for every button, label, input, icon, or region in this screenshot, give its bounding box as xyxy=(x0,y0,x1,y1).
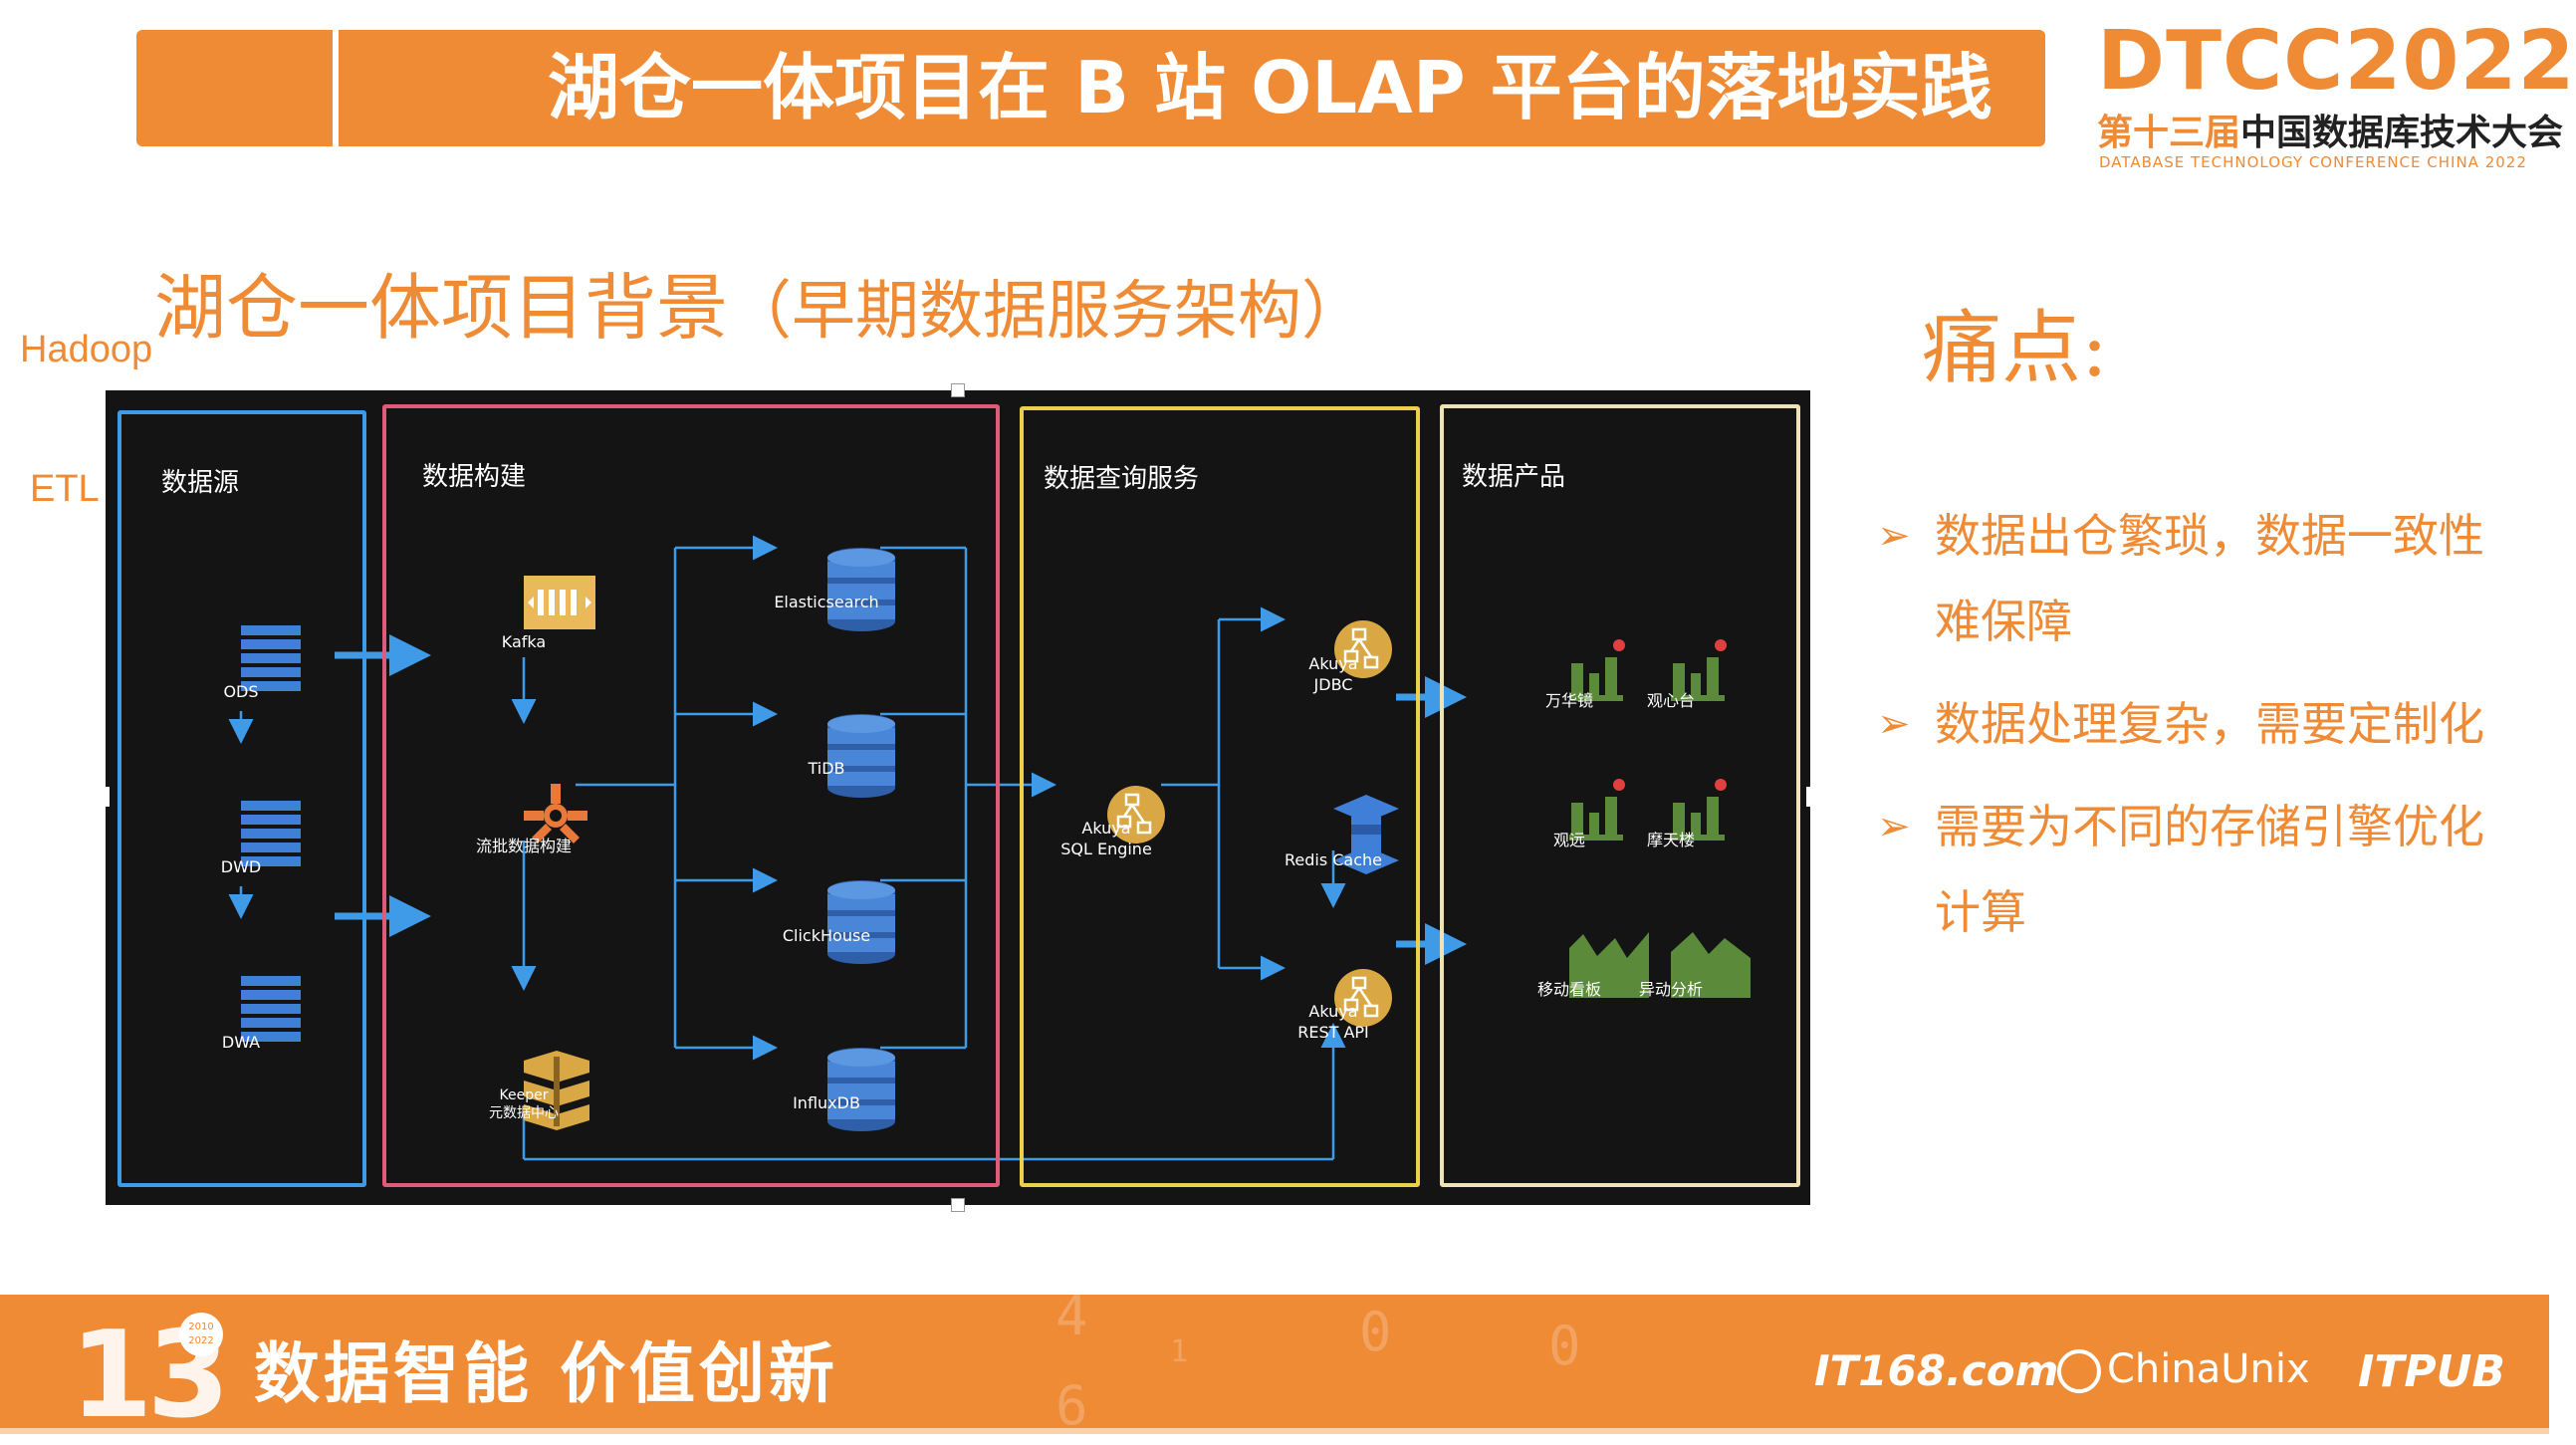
sponsor-chinaunix-logo: ChinaUnix xyxy=(2057,1346,2310,1393)
panel-title-query: 数据查询服务 xyxy=(1044,464,1200,494)
resize-handle[interactable] xyxy=(102,787,110,807)
tidb-label: TiDB xyxy=(808,759,845,778)
slide-title: 湖仓一体项目在 B 站 OLAP 平台的落地实践 xyxy=(548,46,1992,129)
akuya-sql-label-1: Akuya xyxy=(1081,819,1131,838)
conference-name-en: DATABASE TECHNOLOGY CONFERENCE CHINA 202… xyxy=(2099,153,2527,171)
akuya-rest-label-2: REST API xyxy=(1297,1023,1369,1042)
panel-title-build: 数据构建 xyxy=(422,462,527,492)
pain-point-text: 数据出仓繁琐，数据一致性难保障 xyxy=(1935,509,2484,648)
panel-title-product: 数据产品 xyxy=(1462,462,1566,492)
hadoop-label: Hadoop xyxy=(20,329,153,370)
pain-point-item: ➢ 数据出仓繁琐，数据一致性难保障 xyxy=(1877,493,2514,664)
pain-points-title: 痛点: xyxy=(1922,302,2108,394)
akuya-rest-label-1: Akuya xyxy=(1308,1002,1358,1021)
redis-cache-label: Redis Cache xyxy=(1284,850,1383,869)
product-label-3: 观远 xyxy=(1552,831,1586,849)
product-label-2: 观心台 xyxy=(1646,691,1696,710)
decorative-digit: 0 xyxy=(1548,1315,1581,1377)
keeper-sub-label: 元数据中心 xyxy=(489,1105,559,1121)
panel-data-source: 数据源 xyxy=(117,410,366,1187)
panel-title-source: 数据源 xyxy=(161,468,240,498)
panel-data-product: 数据产品 xyxy=(1440,404,1800,1187)
anniversary-years: 2010 2022 xyxy=(179,1313,223,1356)
chinaunix-icon xyxy=(2057,1349,2101,1393)
dwa-label: DWA xyxy=(221,1033,261,1052)
keeper-label: Keeper xyxy=(499,1087,549,1103)
decorative-digit: 0 xyxy=(1359,1301,1392,1363)
footer-bottom-strip xyxy=(0,1428,2549,1434)
akuya-sql-label-2: SQL Engine xyxy=(1060,840,1152,858)
arrow-bullet-icon: ➢ xyxy=(1877,804,1911,849)
akuya-jdbc-label-1: Akuya xyxy=(1308,654,1358,673)
clickhouse-label: ClickHouse xyxy=(782,926,871,945)
pain-points-list: ➢ 数据出仓繁琐，数据一致性难保障 ➢ 数据处理复杂，需要定制化 ➢ 需要为不同… xyxy=(1877,493,2514,972)
decorative-digit: 6 xyxy=(1055,1374,1088,1437)
panel-query-service: 数据查询服务 xyxy=(1020,406,1420,1187)
sponsor-itpub-logo: ITPUB xyxy=(2358,1346,2505,1397)
decorative-digit: 4 xyxy=(1055,1285,1088,1347)
section-subtitle: （早期数据服务架构） xyxy=(728,275,1366,349)
footer-banner: 4 0 0 6 1 13 2010 2022 数据智能 价值创新 IT168.c… xyxy=(0,1285,2549,1445)
product-label-6: 异动分析 xyxy=(1638,980,1704,999)
sponsor-chinaunix-text: ChinaUnix xyxy=(2107,1346,2310,1392)
sponsor-it168-logo: IT168.com xyxy=(1814,1346,2059,1395)
footer-slogan: 数据智能 价值创新 xyxy=(254,1335,838,1412)
pain-point-text: 需要为不同的存储引擎优化计算 xyxy=(1935,800,2484,939)
section-title: 湖仓一体项目背景（早期数据服务架构） xyxy=(154,249,1365,354)
diagram-connectors xyxy=(228,535,1467,1161)
resize-handle[interactable] xyxy=(951,383,965,397)
decorative-digit: 1 xyxy=(1170,1334,1189,1369)
arrow-bullet-icon: ➢ xyxy=(1877,701,1911,747)
section-title-main: 湖仓一体项目背景 xyxy=(154,266,729,350)
panel-data-build: 数据构建 xyxy=(382,404,1000,1187)
conference-logo: DTCC2022 第十三届中国数据库技术大会 DATABASE TECHNOLO… xyxy=(2091,14,2575,173)
etl-label: ETL xyxy=(30,468,100,510)
dtcc-logo-text: DTCC2022 xyxy=(2097,14,2576,109)
product-label-5: 移动看板 xyxy=(1536,980,1602,999)
kafka-label: Kafka xyxy=(501,632,547,651)
conference-name-cn: 第十三届中国数据库技术大会 xyxy=(2097,104,2563,155)
conference-session: 第十三届 xyxy=(2097,113,2241,153)
dwd-label: DWD xyxy=(220,857,262,876)
ods-label: ODS xyxy=(223,682,259,701)
pain-point-item: ➢ 数据处理复杂，需要定制化 xyxy=(1877,681,2514,767)
influxdb-label: InfluxDB xyxy=(793,1093,860,1112)
resize-handle[interactable] xyxy=(1806,787,1814,807)
pain-point-text: 数据处理复杂，需要定制化 xyxy=(1935,697,2484,751)
header-bar xyxy=(136,30,2045,146)
stream-batch-label: 流批数据构建 xyxy=(475,837,573,855)
akuya-jdbc-label-2: JDBC xyxy=(1313,675,1353,694)
pain-point-item: ➢ 需要为不同的存储引擎优化计算 xyxy=(1877,784,2514,955)
architecture-diagram: 数据源 数据构建 数据查询服务 数据产品 ODS DWD DWA Kafka 流… xyxy=(102,383,1814,1212)
conference-name: 中国数据库技术大会 xyxy=(2240,113,2564,153)
product-label-1: 万华镜 xyxy=(1544,691,1594,710)
elasticsearch-label: Elasticsearch xyxy=(774,593,879,611)
header-divider xyxy=(333,30,339,146)
product-label-4: 摩天楼 xyxy=(1646,831,1696,849)
resize-handle[interactable] xyxy=(951,1198,965,1212)
arrow-bullet-icon: ➢ xyxy=(1877,513,1911,559)
